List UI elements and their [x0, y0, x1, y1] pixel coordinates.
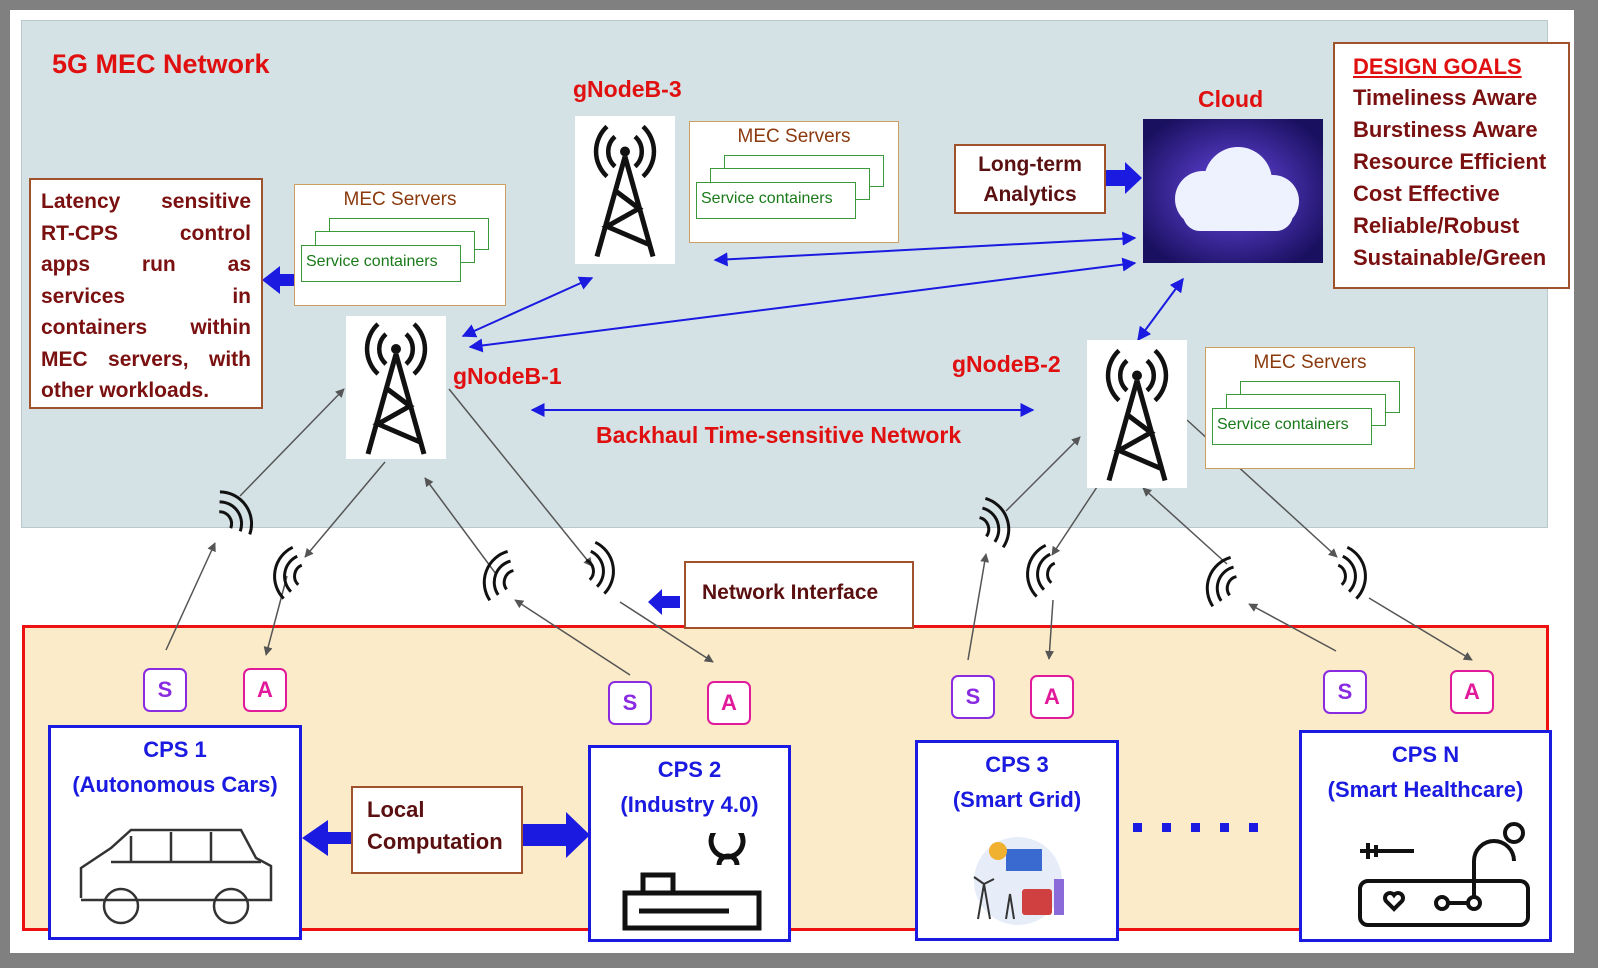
design-goal-item: Sustainable/Green: [1353, 245, 1547, 270]
sensor-badge: S: [143, 668, 187, 712]
healthcare-icon: [1358, 822, 1530, 927]
gnodeb-1-tower-icon: [346, 316, 446, 459]
industry-machine-icon: [622, 833, 762, 931]
latency-note-text: Latency sensitive RT-CPS control apps ru…: [41, 190, 251, 402]
long-term-analytics-box: Long-term Analytics: [954, 144, 1106, 214]
local-computation-box: Local Computation: [351, 786, 523, 874]
actuator-badge: A: [243, 668, 287, 712]
network-interface-box: Network Interface: [684, 561, 914, 629]
gnodeb-1-label: gNodeB-1: [453, 363, 562, 389]
network-title: 5G MEC Network: [52, 49, 270, 79]
cloud-icon: [1143, 119, 1323, 263]
cloud-label: Cloud: [1198, 86, 1264, 112]
gnodeb-3-tower-icon: [575, 116, 675, 264]
smart-grid-icon: [973, 837, 1064, 925]
actuator-badge: A: [1450, 670, 1494, 714]
sensor-badge: S: [951, 675, 995, 719]
design-goals-heading: DESIGN GOALS: [1353, 54, 1522, 79]
design-goal-item: Burstiness Aware: [1353, 117, 1538, 142]
actuator-badge: A: [707, 681, 751, 725]
design-goals-box: DESIGN GOALS Timeliness Aware Burstiness…: [1333, 42, 1570, 289]
latency-note-box: Latency sensitive RT-CPS control apps ru…: [29, 178, 263, 409]
gnodeb-2-tower-icon: [1087, 340, 1187, 488]
service-container: Service containers: [301, 245, 461, 282]
mec-servers-gnb2: MEC Servers Service containers: [1205, 347, 1415, 469]
actuator-badge: A: [1030, 675, 1074, 719]
car-icon: [79, 828, 273, 925]
mec-servers-gnb1: MEC Servers Service containers: [294, 184, 506, 306]
design-goal-item: Resource Efficient: [1353, 149, 1547, 174]
service-container: Service containers: [1212, 408, 1372, 445]
sensor-badge: S: [1323, 670, 1367, 714]
cps-2-box: CPS 2 (Industry 4.0): [588, 745, 791, 942]
gnodeb-3-label: gNodeB-3: [573, 76, 682, 102]
gnodeb-2-label: gNodeB-2: [952, 351, 1061, 377]
backhaul-label: Backhaul Time-sensitive Network: [596, 422, 962, 448]
design-goal-item: Reliable/Robust: [1353, 213, 1520, 238]
service-container: Service containers: [696, 182, 856, 219]
cps-1-box: CPS 1 (Autonomous Cars): [48, 725, 302, 940]
design-goal-item: Timeliness Aware: [1353, 85, 1538, 110]
cps-3-box: CPS 3 (Smart Grid): [915, 740, 1119, 941]
mec-servers-gnb3: MEC Servers Service containers: [689, 121, 899, 243]
design-goal-item: Cost Effective: [1353, 181, 1500, 206]
sensor-badge: S: [608, 681, 652, 725]
cps-n-box: CPS N (Smart Healthcare): [1299, 730, 1552, 942]
